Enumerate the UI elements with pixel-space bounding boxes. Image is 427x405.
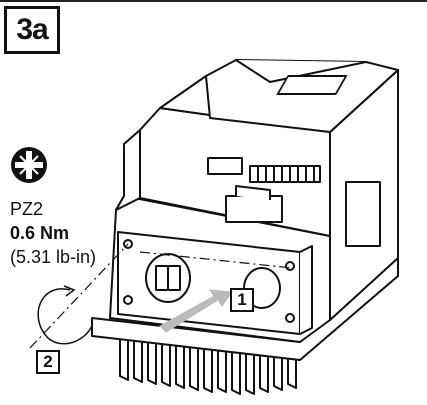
callout-2-label: 2: [43, 352, 53, 371]
torque-metric-label: 0.6 Nm: [10, 223, 70, 243]
tool-bit-label: PZ2: [10, 199, 44, 219]
callout-1: 1: [230, 288, 254, 312]
torque-imperial-label: (5.31 lb-in): [10, 247, 97, 267]
callout-1-label: 1: [237, 290, 247, 309]
header-rule: [0, 0, 427, 2]
rotation-arrow: [37, 285, 93, 345]
pozidriv-screw-icon: [11, 147, 47, 183]
plate-screw-top-right: [285, 261, 295, 271]
screw-axis-line: [29, 243, 129, 349]
step-label: 3a: [4, 6, 60, 54]
plate-screw-bottom-left: [123, 295, 133, 305]
plate-screw-bottom-right: [285, 313, 295, 323]
control-terminals: [207, 157, 321, 223]
remove-direction-arrow: [159, 289, 233, 333]
step-label-text: 3a: [16, 13, 48, 46]
callout-2: 2: [36, 350, 60, 374]
